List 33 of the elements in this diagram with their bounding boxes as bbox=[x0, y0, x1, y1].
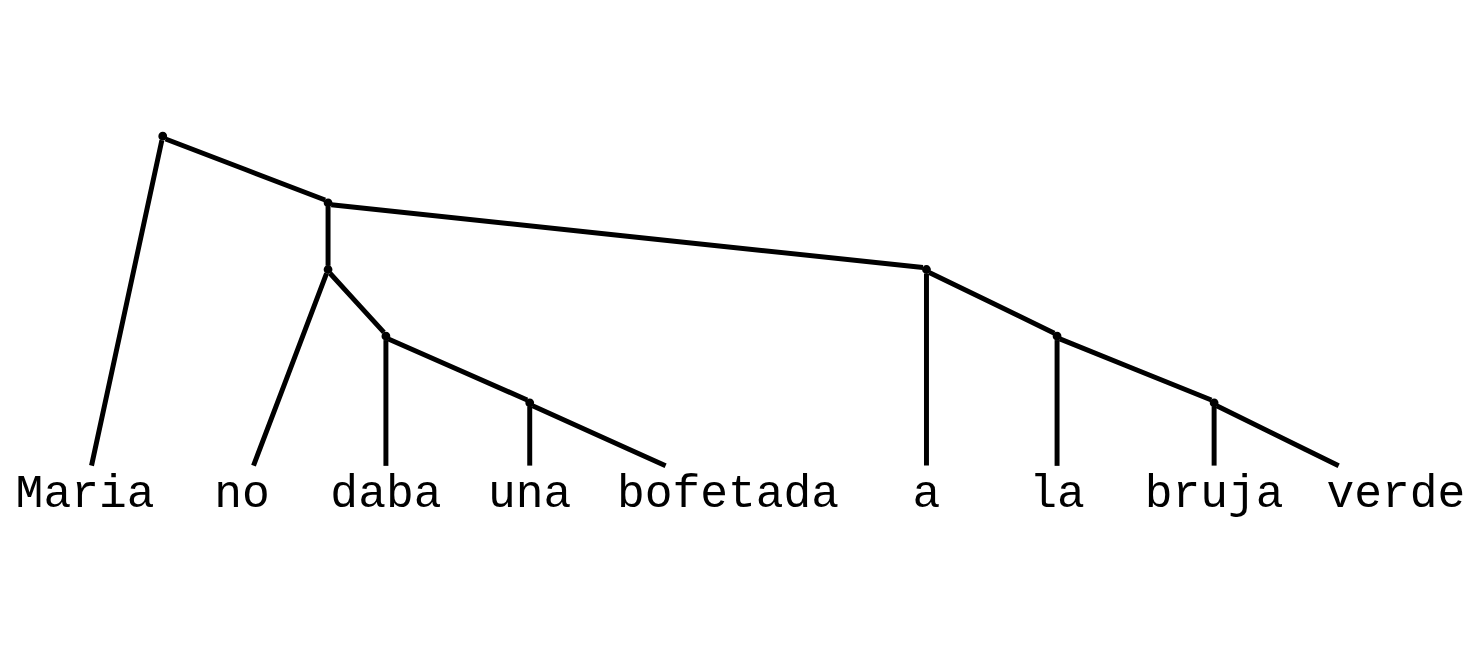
node-text: bruja bbox=[1144, 467, 1284, 521]
node-text: la bbox=[1029, 467, 1085, 521]
node-text: a bbox=[912, 467, 941, 521]
connector bbox=[1215, 403, 1340, 468]
node-point bbox=[323, 197, 333, 207]
node-point bbox=[158, 131, 168, 141]
node-point bbox=[922, 264, 931, 274]
connector bbox=[527, 406, 533, 466]
node-text: verde bbox=[1326, 467, 1466, 521]
connector bbox=[1054, 339, 1060, 466]
node-text: una bbox=[488, 467, 572, 521]
connector bbox=[531, 402, 667, 468]
connector bbox=[1211, 406, 1217, 466]
connector bbox=[1058, 336, 1213, 402]
node-text: daba bbox=[330, 467, 442, 521]
connector bbox=[164, 136, 326, 202]
node-text: bofetada bbox=[617, 467, 840, 521]
node-point bbox=[381, 331, 391, 341]
connector bbox=[928, 269, 1056, 335]
node-point bbox=[1209, 397, 1219, 407]
node-text: no bbox=[214, 467, 270, 521]
connector bbox=[387, 336, 529, 402]
connector bbox=[251, 272, 329, 466]
node-point bbox=[1052, 331, 1062, 341]
connector bbox=[328, 271, 386, 334]
connector bbox=[383, 339, 389, 466]
connector bbox=[89, 139, 165, 466]
node-point bbox=[323, 264, 333, 274]
node-text: Maria bbox=[15, 467, 155, 521]
connector bbox=[325, 206, 331, 266]
node-point bbox=[525, 397, 535, 407]
connector bbox=[924, 272, 929, 466]
connector bbox=[331, 201, 924, 270]
